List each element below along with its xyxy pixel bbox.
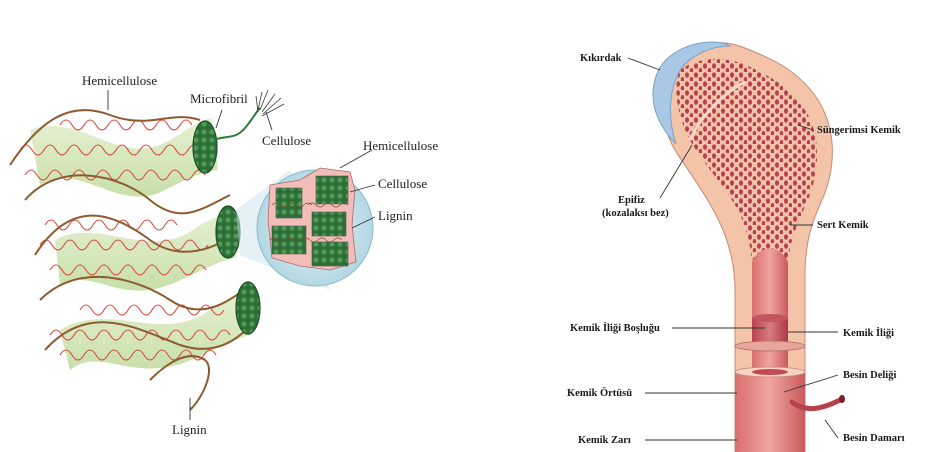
label-hemicellulose-top: Hemicellulose [82,73,157,88]
cell-wall-diagram: Hemicellulose Microfibril Cellulose Hemi… [10,73,438,437]
label-kemik-iligi: Kemik İliği [843,327,894,339]
label-besin-damari: Besin Damarı [843,433,905,444]
zoom-inset [257,168,373,286]
cellulose-fibers [256,90,284,116]
label-cellulose-inset: Cellulose [378,176,427,191]
label-lignin-inset: Lignin [378,208,413,223]
label-kikirdak: Kıkırdak [580,53,622,64]
label-besin-deligi: Besin Deliği [843,370,896,381]
label-kemik-zari: Kemik Zarı [578,435,631,446]
label-microfibril: Microfibril [190,91,248,106]
label-kemik-iligi-boslugu: Kemik İliği Boşluğu [570,322,660,334]
bone-diagram: Kıkırdak Epifiz (kozalaksı bez) Süngerim… [567,42,905,452]
label-sungerimsi-kemik: Süngerimsi Kemik [817,125,901,136]
label-hemicellulose-inset: Hemicellulose [363,138,438,153]
label-sert-kemik: Sert Kemik [817,220,869,231]
label-epifiz-2: (kozalaksı bez) [602,208,669,219]
label-cellulose-top: Cellulose [262,133,311,148]
label-epifiz-1: Epifiz [618,195,645,206]
label-kemik-ortusu: Kemik Örtüsü [567,386,632,399]
label-lignin-bottom: Lignin [172,422,207,437]
nutrient-foramen [839,395,845,403]
